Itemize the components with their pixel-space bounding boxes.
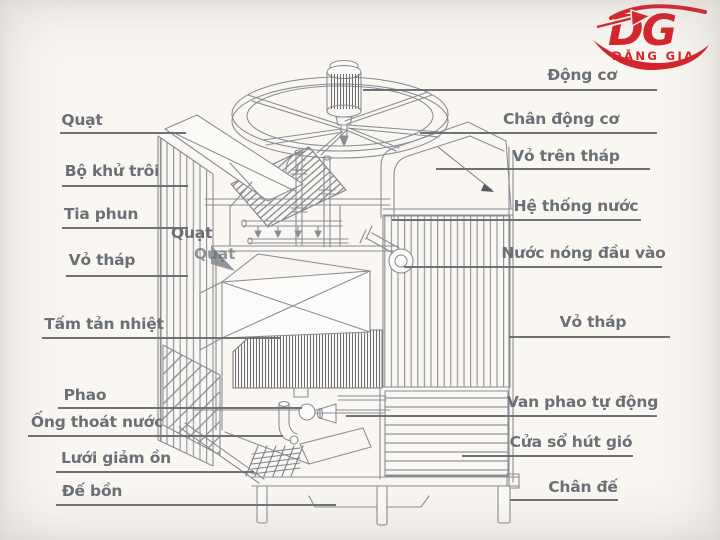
label-luoi-giam-on: Lưới giảm ồn <box>61 449 171 467</box>
label-de-bon: Đế bồn <box>61 482 123 500</box>
label-he-thong-nuoc: Hệ thống nước <box>513 197 639 215</box>
riser-pipes <box>290 149 336 248</box>
upper-shell <box>380 121 512 219</box>
label-nuoc-nong-dau-vao: Nước nóng đầu vào <box>501 244 666 262</box>
label-chan-dong-co: Chân động cơ <box>502 110 619 128</box>
fan-blades <box>247 91 441 156</box>
support-beams <box>204 198 399 431</box>
air-intake-louver <box>379 388 509 480</box>
label-quat: Quạt <box>61 111 103 129</box>
label-vo-thap-left: Vỏ tháp <box>68 251 136 269</box>
logo-swoosh-bottom <box>593 40 709 71</box>
label-chan-de: Chân đế <box>548 478 618 496</box>
cross-braced-frame <box>199 253 371 351</box>
label-ong-thoat-nuoc: Ống thoát nước <box>30 413 164 431</box>
logo-arrow-icon <box>596 9 652 30</box>
fill-side-panel <box>162 344 221 456</box>
label-quat-center-1: Quạt <box>171 224 213 242</box>
label-bo-khu-troi: Bộ khử trôi <box>64 162 160 180</box>
fill-media-block <box>232 329 383 398</box>
noise-reduction-mesh <box>245 445 304 477</box>
label-dong-co: Động cơ <box>547 66 617 84</box>
float-valve <box>278 395 387 445</box>
label-tam-tan-nhiet: Tấm tản nhiệt <box>44 315 164 333</box>
label-vo-thap-right: Vỏ tháp <box>559 313 627 331</box>
motor <box>326 59 362 147</box>
leader-lines <box>28 89 670 506</box>
spray-pipes <box>241 151 349 245</box>
label-quat-center-2: Quạt <box>194 245 236 263</box>
logo-swoosh-top <box>609 4 707 20</box>
label-phao: Phao <box>63 386 107 404</box>
label-van-phao-tu-dong: Van phao tự động <box>506 393 659 411</box>
logo-name: ĐẶNG GIA <box>612 48 695 63</box>
label-cua-so-hut-gio: Cửa sổ hút gió <box>509 433 633 451</box>
label-vo-tren-thap: Vỏ trên tháp <box>512 147 620 165</box>
label-tia-phun: Tia phun <box>63 205 139 223</box>
dang-gia-logo: DG ĐẶNG GIA <box>593 4 709 71</box>
tower-right-wall <box>382 146 514 487</box>
